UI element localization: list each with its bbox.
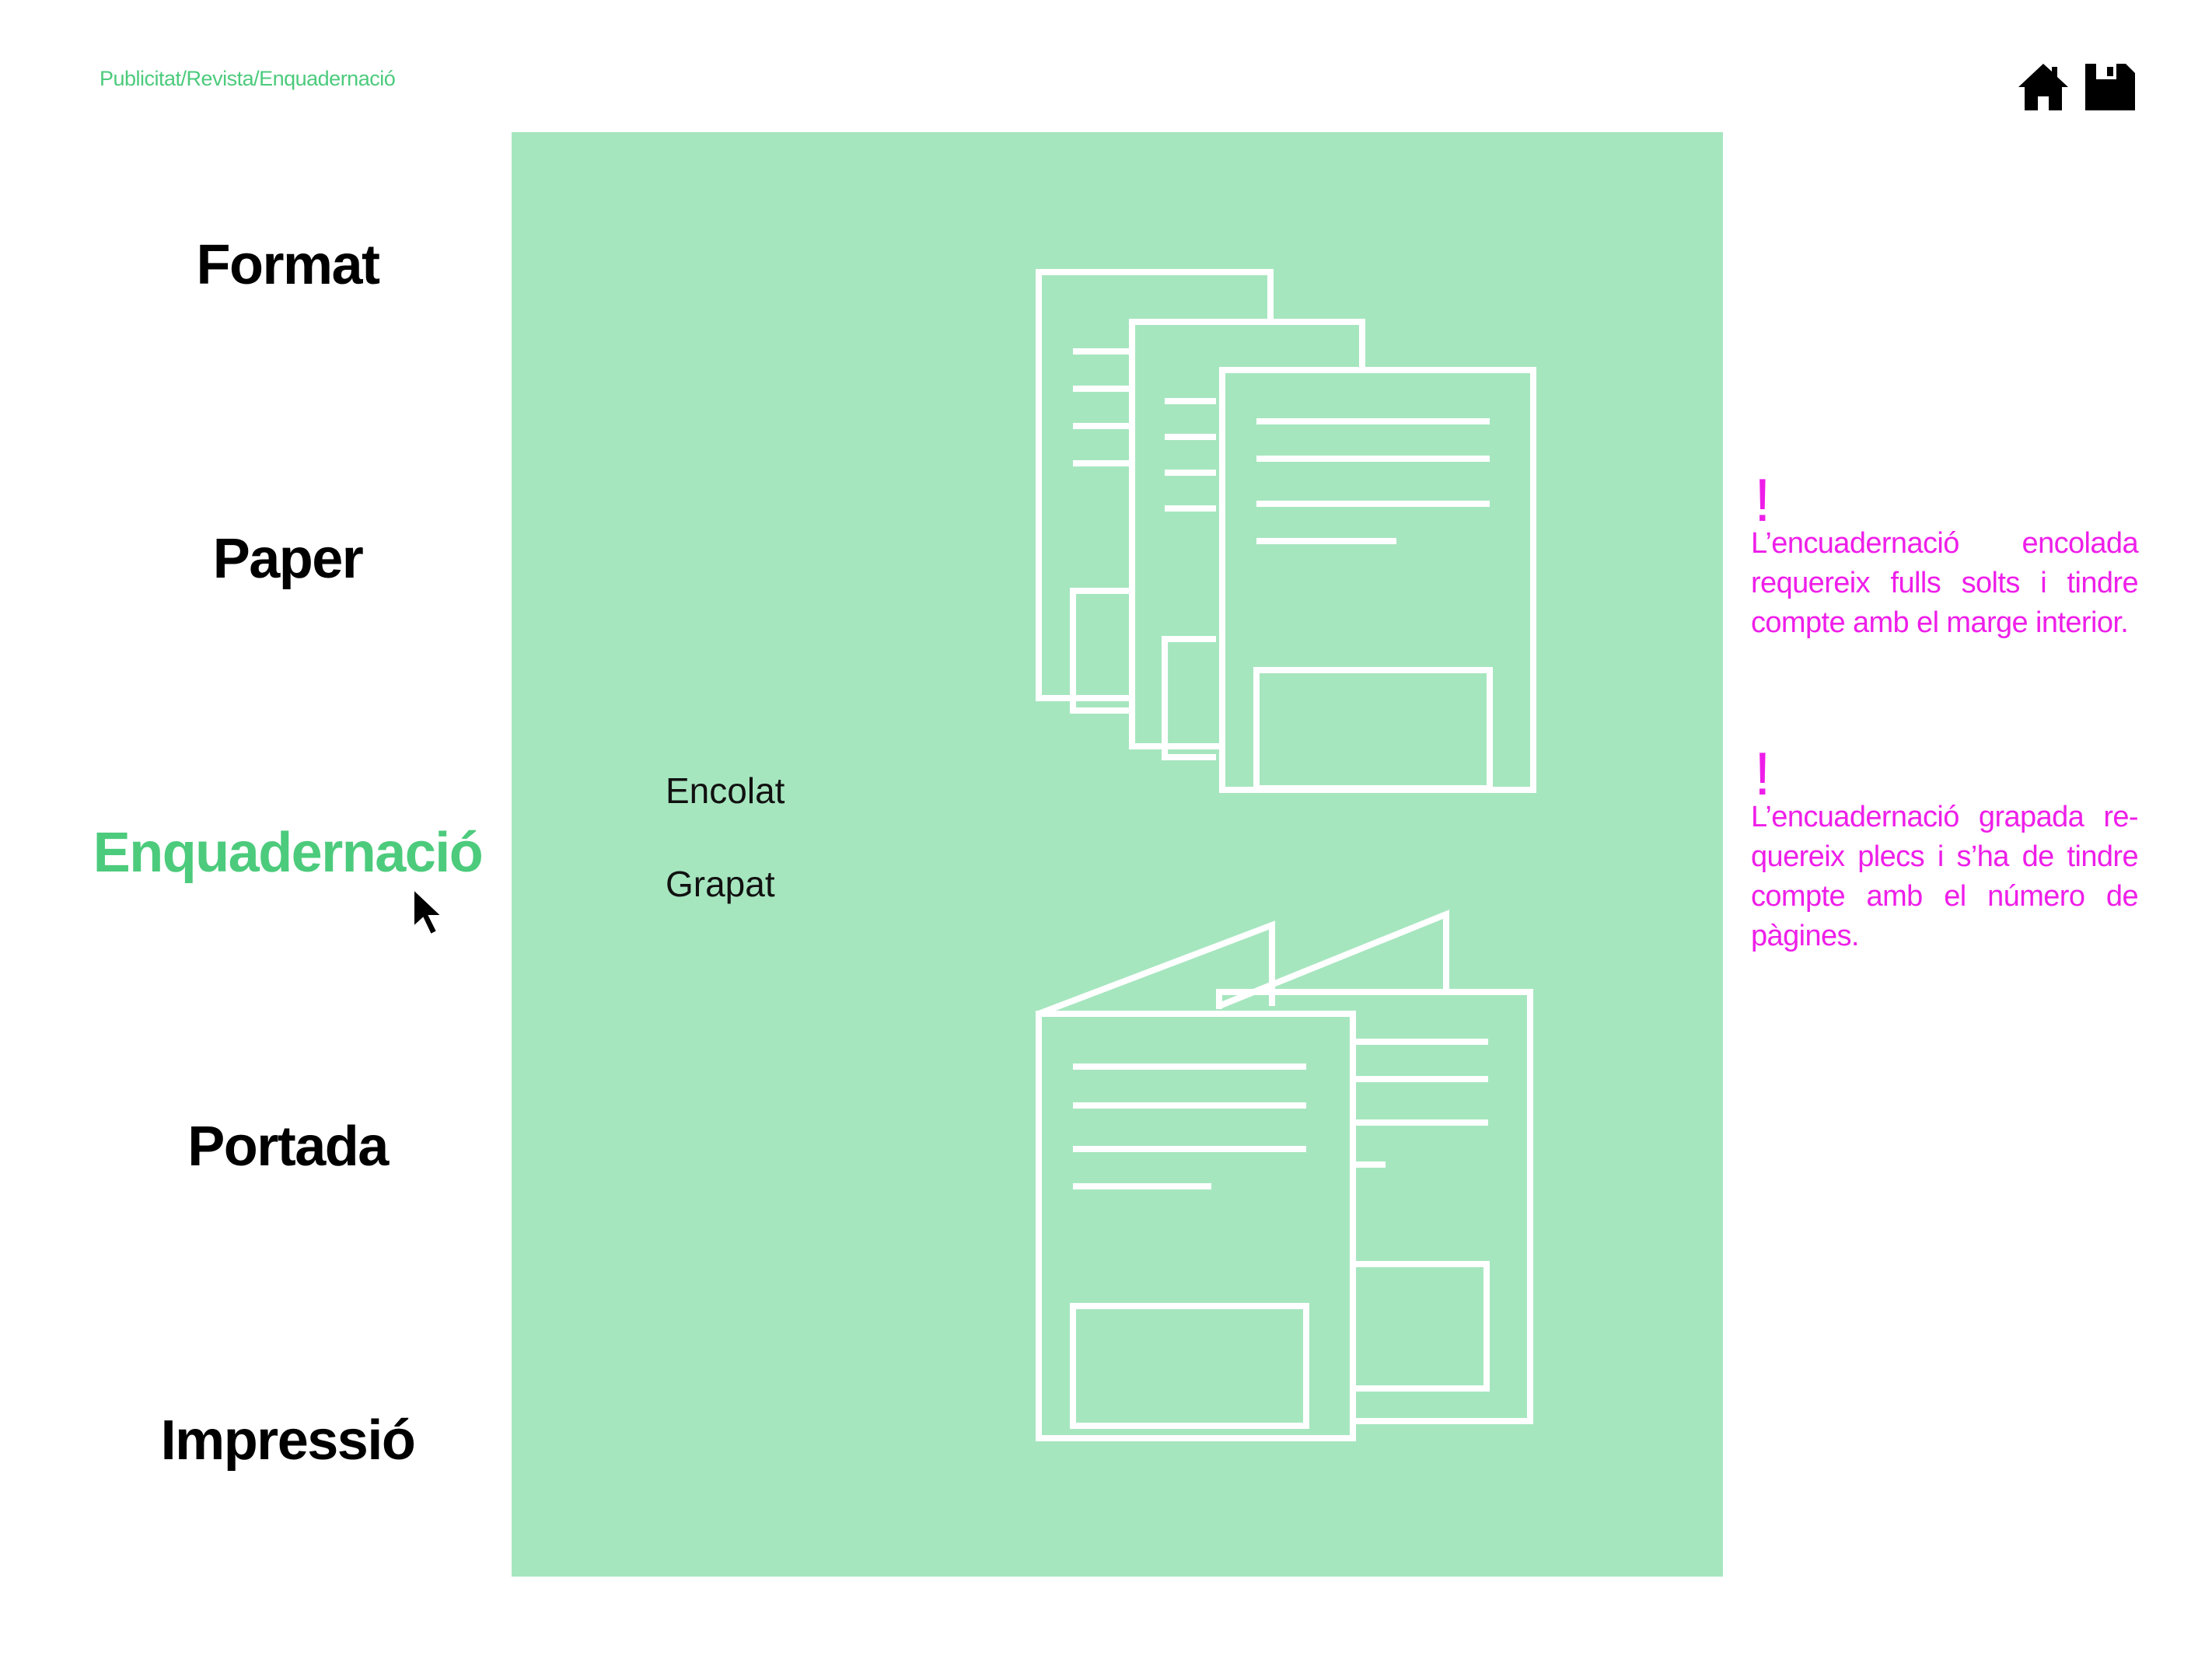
save-icon[interactable] <box>2084 62 2137 112</box>
sidebar-item-paper[interactable]: Paper <box>212 528 364 590</box>
sidebar-item-impressio[interactable]: Impressió <box>160 1409 416 1472</box>
option-grapat[interactable]: Grapat <box>666 864 775 904</box>
warning-mark-icon: ! <box>1754 466 1771 534</box>
note-grapat: ! L’encuadernació grapada re-quereix ple… <box>1751 739 2139 956</box>
note-encolat: ! L’encuadernació encolada requereix ful… <box>1751 466 2139 643</box>
stapled-binding-icon[interactable] <box>1033 902 1553 1601</box>
breadcrumb: Publicitat/Revista/Enquadernació <box>100 67 396 90</box>
mouse-cursor-icon <box>413 888 444 936</box>
note-text: L’encuadernació encolada requereix fulls… <box>1751 527 2139 639</box>
glued-binding-icon[interactable] <box>1033 225 1553 894</box>
toolbar <box>2017 62 2137 112</box>
sidebar-item-portada[interactable]: Portada <box>187 1116 389 1178</box>
sidebar-item-format[interactable]: Format <box>196 234 380 296</box>
option-encolat[interactable]: Encolat <box>666 770 785 811</box>
binding-panel: Encolat Grapat <box>512 132 1723 1577</box>
home-icon[interactable] <box>2017 62 2070 112</box>
note-text: L’encuadernació grapada re-quereix plecs… <box>1751 801 2139 952</box>
warning-mark-icon: ! <box>1754 739 1771 808</box>
sidebar-item-enquadernacio[interactable]: Enquadernació <box>93 822 484 884</box>
